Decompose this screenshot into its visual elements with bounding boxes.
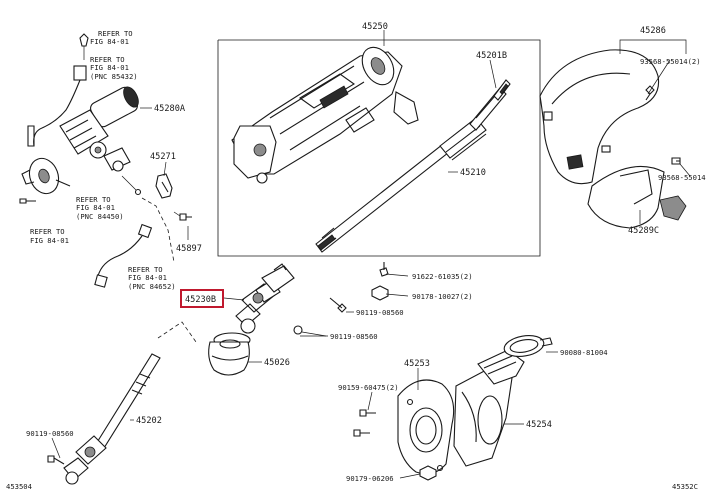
leader-lines — [51, 30, 691, 479]
steering-main-shaft — [315, 117, 487, 253]
diagram-code-right: 45352C — [672, 482, 698, 491]
label-45026: 45026 — [264, 358, 290, 368]
label-45201b: 45201B — [476, 51, 507, 61]
ref-a-line2: FIG 84-01 — [90, 63, 129, 72]
label-90119-c: 90119-08560 — [26, 429, 74, 438]
column-cover-45289c — [587, 165, 687, 229]
label-45210: 45210 — [460, 168, 486, 178]
nut-90179 — [419, 465, 437, 481]
ref-b-line3: (PNC 84450) — [76, 212, 124, 221]
wire-harness-top — [33, 79, 81, 147]
label-93568-b: 93568-55014 — [658, 173, 706, 182]
ref-c-line2: FIG 84-01 — [128, 273, 167, 282]
label-90119-a: 90119-08560 — [356, 308, 404, 317]
hole-cover-plate-45253 — [397, 379, 455, 475]
connector-top — [73, 65, 87, 81]
key-cylinder-housing — [59, 86, 142, 196]
ref-bot-line1: REFER TO — [30, 227, 65, 236]
ref-a-line3: (PNC 85432) — [90, 72, 138, 81]
dust-boot-45026 — [208, 332, 251, 376]
ref-top-line1: REFER TO — [98, 29, 133, 38]
bolt-90119-upper — [329, 297, 347, 313]
ref-c-line1: REFER TO — [128, 265, 163, 274]
ignition-switch — [21, 157, 71, 195]
label-45289c: 45289C — [628, 226, 659, 236]
upper-shaft — [469, 79, 511, 131]
diagram-code-left: 453504 — [6, 482, 32, 491]
wire-harness-lower — [97, 235, 143, 277]
label-45897: 45897 — [176, 244, 202, 254]
label-90080: 90080-81004 — [560, 348, 608, 357]
steering-column-body — [231, 46, 419, 184]
connector-lower — [137, 223, 153, 239]
label-90119-b: 90119-08560 — [330, 332, 378, 341]
label-90159: 90159-60475(2) — [338, 383, 399, 392]
ref-b-line1: REFER TO — [76, 195, 111, 204]
label-45280a: 45280A — [154, 104, 186, 114]
ref-c-line3: (PNC 84652) — [128, 282, 176, 291]
label-45271: 45271 — [150, 152, 176, 162]
ref-bot-line2: FIG 84-01 — [30, 236, 69, 245]
shaft-route-dashed — [157, 321, 197, 343]
label-45254: 45254 — [526, 420, 552, 430]
universal-joint-45230b — [235, 263, 327, 337]
boot-45254 — [453, 349, 525, 467]
label-91622: 91622-61035(2) — [412, 272, 473, 281]
label-45286: 45286 — [640, 26, 666, 36]
clip-45897 — [179, 213, 192, 221]
label-45253: 45253 — [404, 359, 430, 369]
bolts-90159 — [353, 409, 376, 437]
wire-route-dashed — [141, 197, 175, 263]
hose-clamp-90080 — [503, 335, 553, 357]
label-93568-a: 93568-55014(2) — [640, 57, 701, 66]
label-45230b: 45230B — [185, 295, 216, 305]
nut-90178 — [371, 285, 389, 301]
label-90178: 90178-10027(2) — [412, 292, 473, 301]
column-assembly-box — [217, 39, 541, 257]
intermediate-shaft-45202 — [47, 353, 161, 485]
column-cover-45286 — [539, 49, 660, 185]
ref-a-line1: REFER TO — [90, 55, 125, 64]
ref-top-line2: FIG 84-01 — [90, 37, 129, 46]
ignition-group — [19, 33, 192, 288]
label-45202: 45202 — [136, 416, 162, 426]
ref-b-line2: FIG 84-01 — [76, 203, 115, 212]
highlight-box-45230b — [180, 289, 224, 308]
label-90179: 90179-06206 — [346, 474, 394, 483]
screw-left — [19, 198, 36, 204]
label-45250: 45250 — [362, 22, 388, 32]
connector-clip-top — [79, 33, 89, 47]
